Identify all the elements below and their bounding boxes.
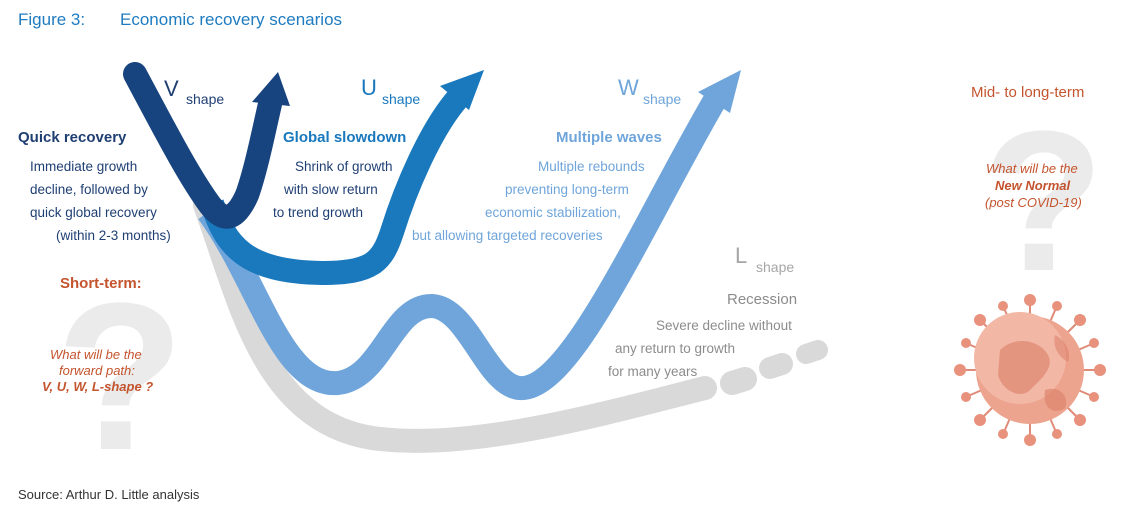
u-heading: Global slowdown — [283, 130, 406, 145]
w-shape-word: shape — [643, 92, 681, 106]
l-dash-1 — [732, 379, 745, 383]
short-term-heading: Short-term: — [60, 276, 142, 291]
mid-term-question-line: What will be the — [986, 161, 1078, 177]
l-heading: Recession — [727, 292, 797, 307]
short-term-question-line-2: forward path: — [59, 363, 135, 379]
u-desc-line-3: to trend growth — [273, 201, 363, 224]
u-shape-word: shape — [382, 92, 420, 106]
u-desc-line-2: with slow return — [284, 178, 378, 201]
w-desc-line-4: but allowing targeted recoveries — [412, 224, 603, 247]
u-letter: U — [361, 77, 377, 99]
mid-term-question-bold: New Normal — [995, 178, 1070, 194]
source-note: Source: Arthur D. Little analysis — [18, 488, 199, 501]
l-letter: L — [735, 245, 747, 267]
v-desc-line-3: quick global recovery — [30, 201, 157, 224]
coronavirus-icon — [954, 294, 1106, 446]
short-term-question-bold: V, U, W, L-shape ? — [42, 379, 153, 395]
v-desc-line-1: Immediate growth — [30, 155, 137, 178]
l-desc-line-3: for many years — [608, 360, 697, 383]
w-heading: Multiple waves — [556, 130, 662, 145]
short-term-question-line-1: What will be the — [50, 347, 142, 363]
w-letter: W — [618, 77, 639, 99]
l-shape-word: shape — [756, 260, 794, 274]
w-desc-line-1: Multiple rebounds — [538, 155, 645, 178]
w-desc-line-2: preventing long-term — [505, 178, 629, 201]
v-arrowhead — [252, 72, 290, 106]
l-dash-2 — [770, 364, 782, 368]
v-desc-line-4: (within 2-3 months) — [56, 224, 171, 247]
v-desc-line-2: decline, followed by — [30, 178, 148, 201]
l-desc-line-2: any return to growth — [615, 337, 735, 360]
mid-term-question-tail: (post COVID-19) — [985, 195, 1082, 211]
mid-term-heading: Mid- to long-term — [971, 85, 1084, 100]
l-desc-line-1: Severe decline without — [656, 314, 792, 337]
v-heading: Quick recovery — [18, 130, 126, 145]
w-desc-line-3: economic stabilization, — [485, 201, 621, 224]
l-dash-3 — [806, 350, 818, 354]
u-desc-line-1: Shrink of growth — [295, 155, 393, 178]
v-letter: V — [164, 78, 179, 100]
v-shape-word: shape — [186, 92, 224, 106]
